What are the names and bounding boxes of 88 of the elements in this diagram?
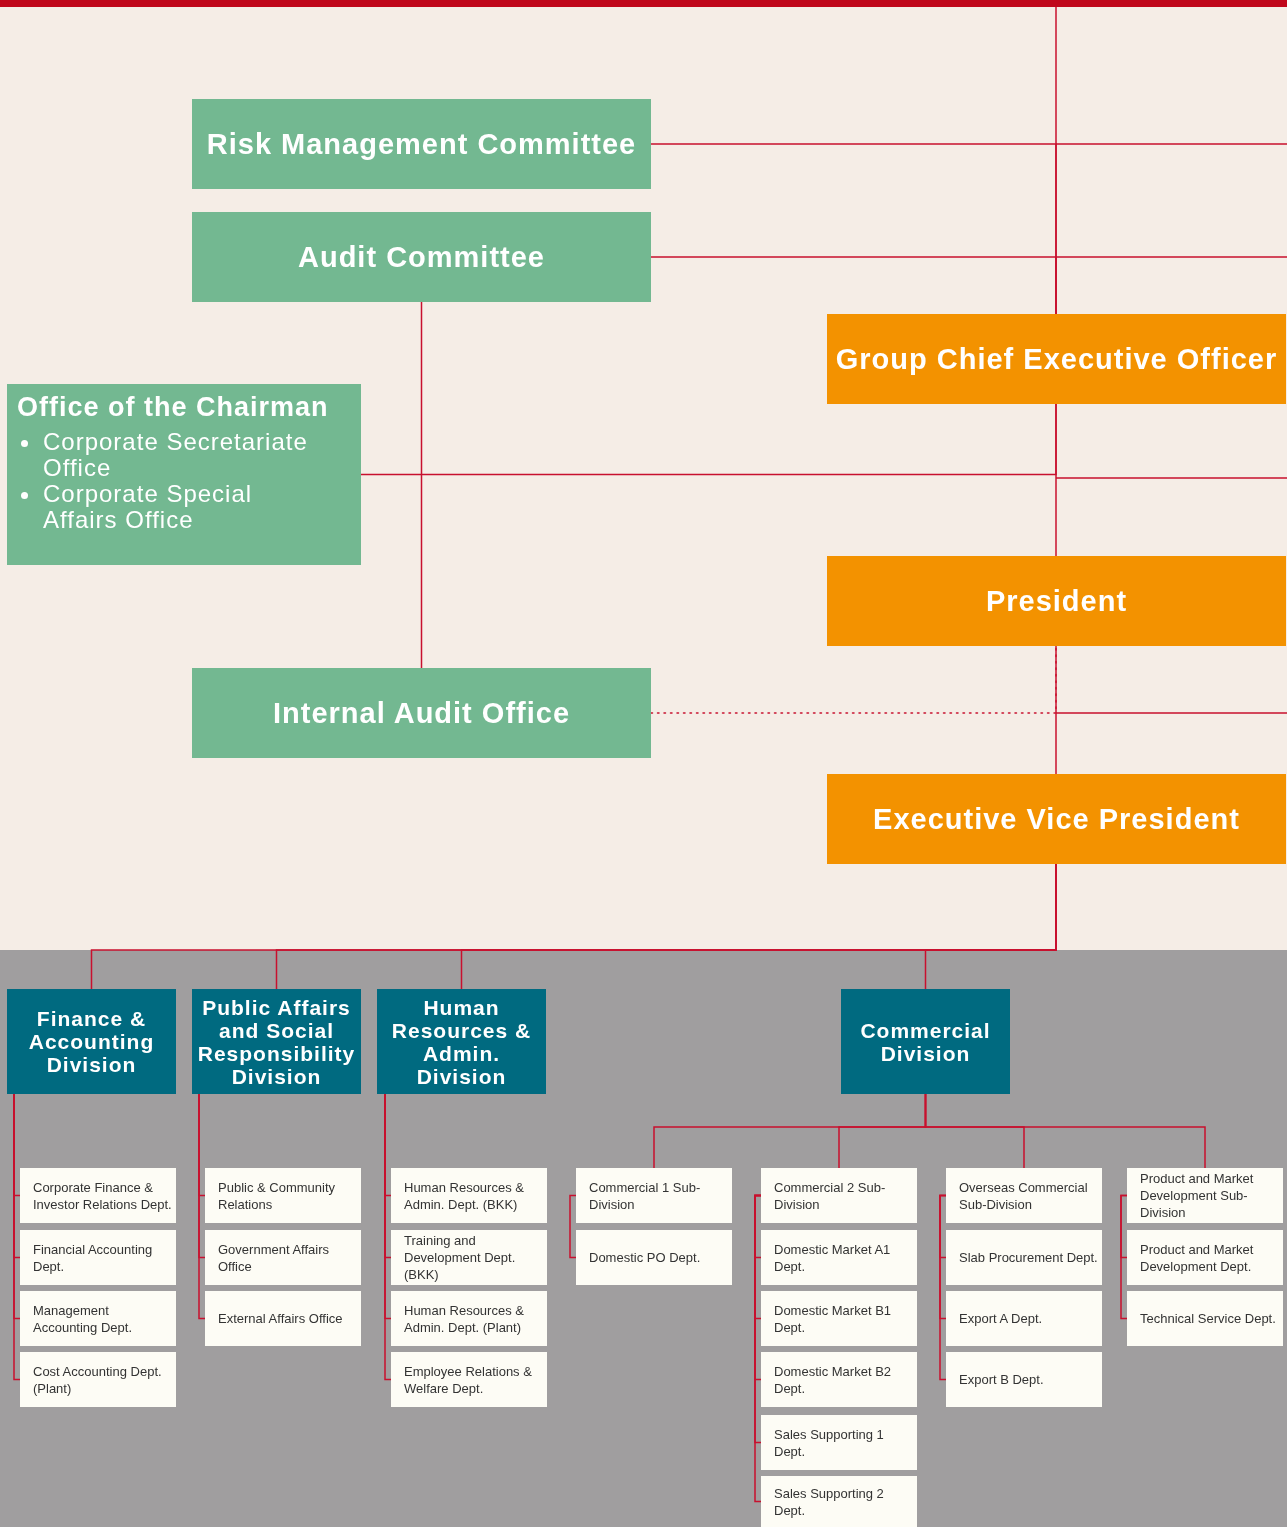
department-name: Product and Market Development Dept. [1140,1240,1255,1275]
role-title: Executive Vice President [873,802,1240,836]
connector-line [650,256,1057,315]
connector-line [1055,403,1057,557]
department-box [576,1230,732,1285]
department-name: Commercial 1 Sub-Division [589,1178,702,1213]
department-name: Government Affairs Office [218,1240,331,1275]
connector-line [1055,645,1057,775]
department-name: Product and Market Development Sub-Division [1140,1170,1255,1221]
department-box [946,1230,1102,1285]
department-name: Commercial 2 Sub-Division [774,1178,887,1213]
connector-line [384,1093,392,1381]
role-box [192,212,651,302]
connector-line [1120,1194,1128,1320]
connector-line [754,1194,762,1503]
connector-line [13,1093,21,1381]
department-box [20,1230,176,1285]
role-box [192,99,651,189]
department-box [391,1168,547,1223]
connector-line [939,1194,947,1381]
role-title: Group Chief Executive Officer [835,342,1278,376]
division-box [377,989,546,1094]
department-name: Employee Relations & Welfare Dept. [404,1362,533,1397]
office-box [7,384,361,565]
department-name: Training and Development Dept. (BKK) [404,1232,517,1283]
department-box [391,1230,547,1285]
department-name: Management Accounting Dept. [33,1301,133,1336]
role-title: Audit Committee [298,240,545,274]
department-box [761,1291,917,1346]
department-box [391,1291,547,1346]
connector-line [420,301,423,669]
bullet-item: Corporate Secretariate Office [17,429,323,481]
role-box [827,556,1286,646]
department-box [761,1476,917,1527]
office-title: Office of the Chairman [17,392,330,423]
department-name: External Affairs Office [218,1310,344,1327]
role-title: Internal Audit Office [272,696,571,730]
department-box [576,1168,732,1223]
role-box [192,668,651,758]
department-name: Export B Dept. [959,1371,1045,1388]
department-box [20,1291,176,1346]
role-title: Finance & Accounting Division [27,1007,156,1076]
department-box [205,1168,361,1223]
department-name: Technical Service Dept. [1140,1310,1277,1327]
department-name: Domestic Market B2 Dept. [774,1362,893,1397]
department-box [205,1291,361,1346]
department-box [1127,1230,1283,1285]
role-title: Commercial Division [859,1018,992,1065]
division-box [192,989,361,1094]
department-name: Corporate Finance & Investor Relations Dept. [33,1178,173,1213]
division-box [7,989,176,1094]
department-name: Financial Accounting Dept. [33,1240,154,1275]
role-box [827,314,1286,404]
department-name: Sales Supporting 1 Dept. [774,1425,885,1460]
role-title: President [985,584,1128,618]
department-box [946,1291,1102,1346]
department-box [1127,1168,1283,1223]
department-box [946,1168,1102,1223]
department-name: Slab Procurement Dept. [959,1249,1099,1266]
department-name: Human Resources & Admin. Dept. (Plant) [404,1301,525,1336]
department-name: Export A Dept. [959,1310,1044,1327]
connector-line [924,1093,1206,1169]
department-name: Public & Community Relations [218,1178,337,1213]
department-name: Domestic Market B1 Dept. [774,1301,893,1336]
department-box [761,1352,917,1407]
department-box [761,1415,917,1470]
department-name: Domestic PO Dept. [589,1249,702,1266]
connector-line [198,1093,206,1320]
role-title: Risk Management Committee [206,127,637,161]
department-box [946,1352,1102,1407]
department-box [1127,1291,1283,1346]
department-name: Human Resources & Admin. Dept. (BKK) [404,1178,525,1213]
division-box [841,989,1010,1094]
role-box [827,774,1286,864]
department-box [20,1168,176,1223]
department-box [391,1352,547,1407]
department-name: Sales Supporting 2 Dept. [774,1484,885,1519]
department-box [205,1230,361,1285]
bullet-item: Corporate Special Affairs Office [17,481,323,533]
department-name: Domestic Market A1 Dept. [774,1240,892,1275]
department-name: Overseas Commercial Sub-Division [959,1178,1089,1213]
role-title: Public Affairs and Social Responsibility Division [196,995,357,1088]
department-box [20,1352,176,1407]
department-box [761,1230,917,1285]
department-box [761,1168,917,1223]
role-title: Human Resources & Admin. Division [390,995,533,1088]
department-name: Cost Accounting Dept. (Plant) [33,1362,163,1397]
connector-line [569,1194,577,1259]
